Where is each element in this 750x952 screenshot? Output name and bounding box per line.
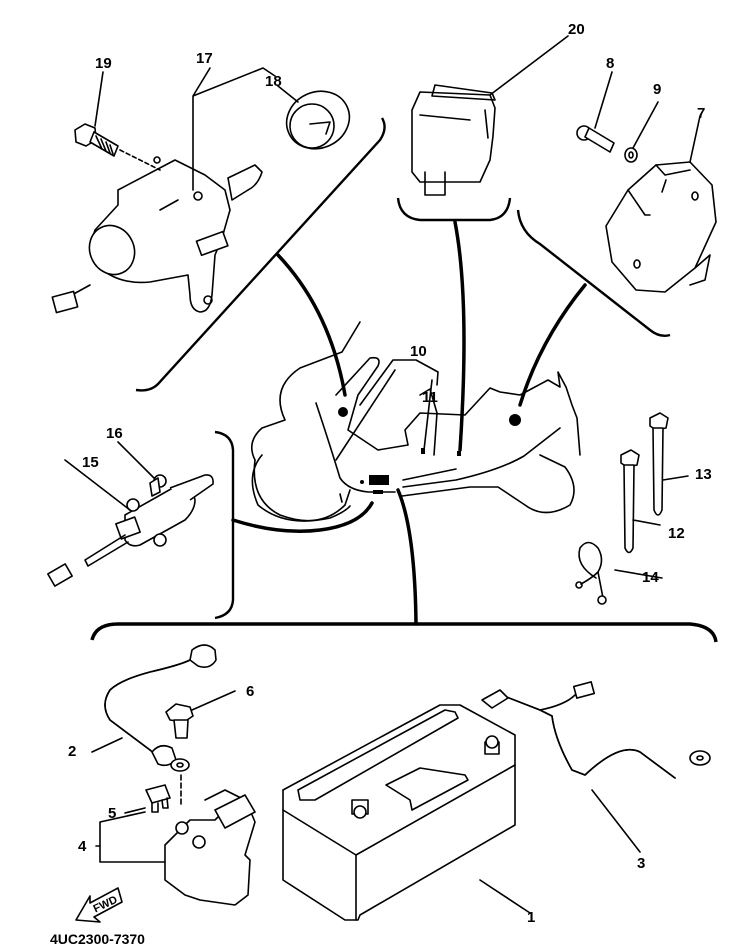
washer-9: [624, 147, 638, 163]
callout-20: 20: [568, 21, 585, 38]
cable-tie-12: [620, 449, 640, 554]
callout-7: 7: [697, 105, 705, 122]
callout-16: 16: [106, 425, 123, 442]
battery-lead-2: [104, 644, 217, 772]
starter-sensor-15: [47, 474, 214, 587]
cable-tie-13: [649, 412, 669, 516]
relay-20: [411, 84, 496, 196]
fuse-5: [145, 784, 171, 813]
callout-10: 10: [410, 343, 427, 360]
fwd-label: FWD: [92, 894, 120, 915]
callout-13: 13: [695, 466, 712, 483]
callout-1: 1: [527, 909, 535, 926]
callout-3: 3: [637, 855, 645, 872]
connector-relay: [453, 220, 466, 452]
callout-18: 18: [265, 73, 282, 90]
callout-9: 9: [653, 81, 661, 98]
callout-14: 14: [642, 569, 659, 586]
wire-clamp-14: [575, 541, 607, 605]
screw-8: [576, 125, 615, 153]
motorcycle-outline: [250, 321, 581, 522]
connector-ignitor: [518, 283, 587, 407]
ignitor-7: [605, 161, 717, 293]
connector-main-switch: [276, 253, 347, 397]
callout-labels: 1 2 3 4 5 6 7 8 9 10 11 12 13 14 15 16 1…: [68, 21, 712, 926]
bracket-ignitor: [516, 209, 671, 338]
callout-11: 11: [422, 389, 438, 406]
battery-1: [282, 704, 516, 921]
main-switch-assembly: [51, 156, 263, 314]
callout-19: 19: [95, 55, 112, 72]
callout-15: 15: [82, 454, 99, 471]
switch-cover: [285, 90, 351, 150]
bracket-battery: [90, 622, 718, 643]
bracket-sensor: [214, 430, 235, 620]
starter-relay-4: [164, 789, 256, 906]
leader-lines: [64, 35, 701, 914]
connector-battery: [396, 488, 418, 626]
connector-sensor: [231, 501, 374, 533]
callout-6: 6: [246, 683, 254, 700]
bolt-19: [74, 123, 161, 171]
callout-17: 17: [196, 50, 213, 67]
drawing-code: 4UC2300-7370: [50, 931, 145, 947]
bracket-relay: [396, 197, 512, 222]
callout-12: 12: [668, 525, 685, 542]
battery-lead-3: [481, 681, 711, 779]
callout-8: 8: [606, 55, 614, 72]
flange-bolt-6: [165, 703, 194, 806]
callout-5: 5: [108, 805, 116, 822]
screw-16: [149, 474, 167, 497]
callout-2: 2: [68, 743, 76, 760]
fwd-arrow: FWD: [75, 887, 123, 923]
callout-4: 4: [78, 838, 87, 855]
bracket-main-switch: [135, 117, 386, 392]
